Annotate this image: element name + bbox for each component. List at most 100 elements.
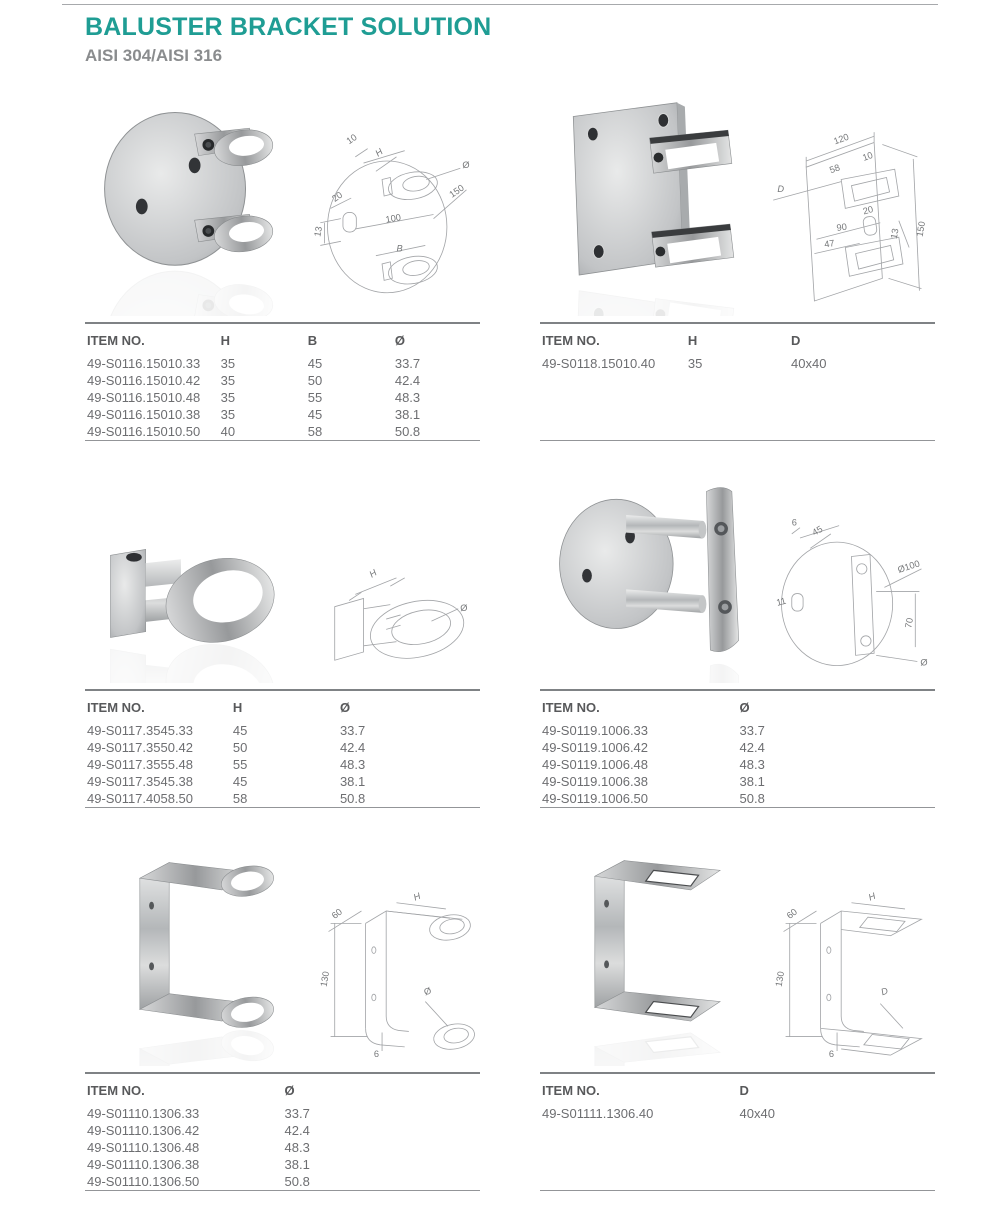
table-cell: 55: [232, 757, 248, 772]
table-cell: 50.8: [284, 1174, 310, 1189]
column-header: Ø: [284, 1083, 295, 1098]
table-cell: 58: [307, 424, 323, 439]
product-photo-c-bracket-round: [85, 841, 310, 1066]
table-cell: 48.3: [284, 1140, 310, 1155]
dim-label: 13: [889, 227, 901, 239]
dim-label: 70: [903, 617, 915, 629]
dim-label: 45: [811, 524, 825, 538]
column-header: ITEM NO.: [87, 333, 145, 348]
page-title: BALUSTER BRACKET SOLUTION: [85, 13, 492, 41]
dim-label: 6: [374, 1049, 379, 1059]
page-header: BALUSTER BRACKET SOLUTION AISI 304/AISI …: [0, 5, 1000, 66]
table-cell: 49-S0116.15010.50: [87, 424, 201, 439]
table-cell: 49-S0117.3545.38: [87, 774, 194, 789]
column-header: H: [220, 333, 230, 348]
table-cell: 48.3: [339, 757, 366, 772]
table-cell: 49-S0119.1006.42: [542, 740, 649, 755]
column-header: B: [307, 333, 318, 348]
column-header: ITEM NO.: [542, 700, 600, 715]
table-cell: 42.4: [739, 740, 765, 755]
product-photo-round-plate-clamps: [85, 91, 310, 316]
dim-label: Ø: [921, 658, 928, 668]
dim-label: 13: [313, 225, 325, 237]
table-cell: 49-S01110.1306.48: [87, 1140, 200, 1155]
table-cell: 49-S0119.1006.33: [542, 723, 649, 738]
product-grid: 10 H Ø 150 20 100 13 B ITEM NO. H B Ø 49-S01…: [0, 66, 1000, 1213]
column-header: Ø: [339, 700, 351, 715]
table-cell: 50: [232, 740, 248, 755]
technical-drawing-6: 60 H 130 D 6: [765, 876, 935, 1066]
table-row: 49-S0117.3545.38 45 38.1: [85, 773, 480, 790]
top-divider: [62, 4, 938, 5]
dim-label: 130: [319, 970, 332, 987]
dim-label: D: [777, 183, 784, 193]
column-header: Ø: [394, 333, 405, 348]
product-photo-rect-plate-clamps: [540, 91, 765, 316]
table-row: 49-S0117.3555.48 55 48.3: [85, 756, 480, 773]
dim-label: 58: [828, 162, 841, 175]
dim-label: 150: [448, 182, 466, 199]
table-cell: 49-S0117.3550.42: [87, 740, 194, 755]
product-photo-single-clamp: [85, 522, 310, 683]
table-cell: 38.1: [339, 774, 366, 789]
table-cell: 48.3: [394, 390, 421, 405]
table-cell: 35: [220, 373, 236, 388]
dim-label: 10: [861, 150, 874, 163]
product-photo-standoff-saddle: [540, 468, 765, 683]
table-cell: 35: [220, 390, 236, 405]
dim-label: D: [880, 985, 890, 997]
dim-label: 90: [836, 221, 848, 232]
table-cell: 49-S0116.15010.33: [87, 356, 201, 371]
table-cell: 33.7: [284, 1106, 310, 1121]
table-cell: 33.7: [394, 356, 421, 371]
dim-label: H: [373, 146, 384, 158]
table-cell: 49-S0117.4058.50: [87, 791, 194, 806]
table-cell: 50.8: [394, 424, 421, 439]
table-cell: 49-S0119.1006.48: [542, 757, 649, 772]
dim-label: 60: [785, 906, 799, 920]
dim-label: H: [867, 890, 877, 902]
table-cell: 45: [232, 774, 248, 789]
dim-label: Ø: [423, 985, 433, 997]
dim-label: 150: [915, 220, 928, 237]
table-cell: 49-S0117.3555.48: [87, 757, 194, 772]
column-header: Ø: [739, 700, 750, 715]
table-cell: 58: [232, 791, 248, 806]
product-cell-1: 10 H Ø 150 20 100 13 B ITEM NO. H B Ø 49-S01…: [85, 80, 480, 441]
column-header: D: [739, 1083, 749, 1098]
dim-label: B: [397, 243, 403, 253]
column-header: ITEM NO.: [87, 1083, 145, 1098]
dim-label: 130: [774, 970, 787, 987]
dim-label: 20: [330, 189, 344, 203]
technical-drawing-5: 60 H 130 Ø 6: [310, 876, 480, 1066]
technical-drawing-4: 6 45 11 Ø100 70 Ø: [765, 503, 935, 683]
dim-label: 10: [345, 132, 359, 146]
product-cell-4: 6 45 11 Ø100 70 Ø ITEM NO. Ø 49-S0119.1006…: [540, 463, 935, 808]
table-cell: 45: [307, 407, 323, 422]
dim-label: 60: [330, 906, 344, 920]
technical-drawing-1: 10 H Ø 150 20 100 13 B: [310, 126, 480, 316]
dim-label: Ø100: [896, 558, 921, 575]
table-cell: 49-S01110.1306.42: [87, 1123, 200, 1138]
table-row: 49-S0119.1006.42 42.4: [540, 739, 935, 756]
